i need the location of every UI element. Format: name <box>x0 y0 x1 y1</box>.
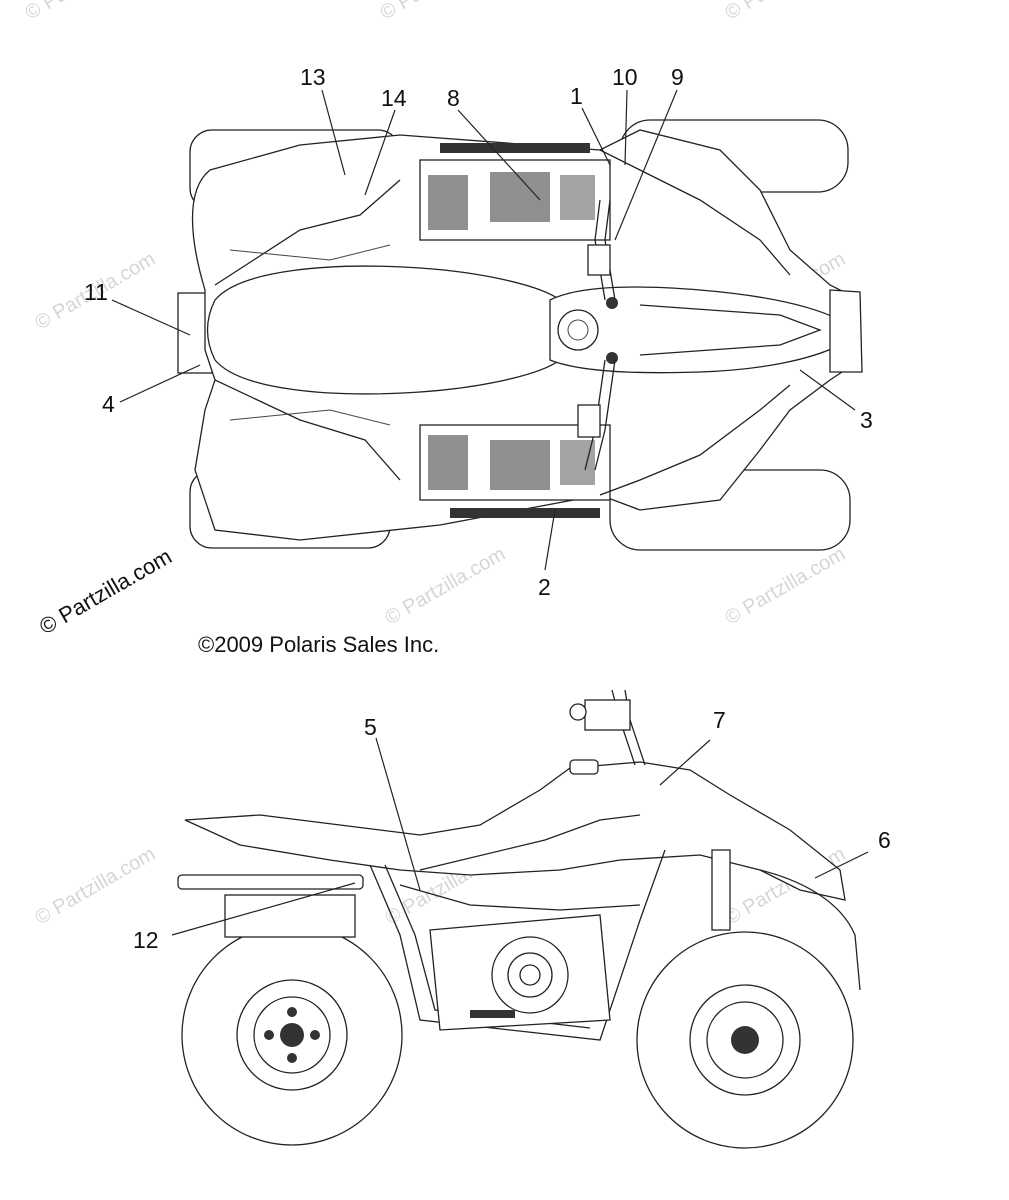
front-shock <box>711 849 731 931</box>
fender-line <box>229 409 391 426</box>
seat <box>206 265 572 395</box>
fender-line <box>214 179 401 286</box>
clutch-cover <box>491 936 569 1014</box>
front-wheel-rim <box>689 984 801 1096</box>
left-footwell-tread <box>428 172 595 230</box>
callout-12: 12 <box>133 927 159 953</box>
side-view-atv-drawing <box>177 689 861 1149</box>
handlebar-controls <box>584 699 631 731</box>
right-footrest-strip <box>450 508 600 518</box>
watermark: © Partzilla.com <box>377 0 505 24</box>
rear-wheel-center <box>280 1023 304 1047</box>
body-line <box>419 814 641 871</box>
fuel-cap <box>557 309 599 351</box>
front-fender-line <box>599 384 791 496</box>
watermark: © Partzilla.com <box>722 543 850 629</box>
handlebar-mount <box>606 352 618 364</box>
hood-line <box>639 304 822 356</box>
frame <box>369 849 666 1041</box>
front-bumper <box>829 289 863 373</box>
front-fender-side <box>759 869 861 991</box>
left-footrest-strip <box>440 143 590 153</box>
partzilla-watermark-main: © Partzilla.com <box>35 544 176 640</box>
callout-9: 9 <box>671 64 684 90</box>
callout-10: 10 <box>612 64 638 90</box>
callout-11: 11 <box>84 279 108 305</box>
left-handlebar <box>604 199 616 301</box>
callout-5: 5 <box>364 714 377 740</box>
footrest-strip <box>470 1010 515 1018</box>
watermark: © Partzilla.com <box>722 0 850 24</box>
top-view-atv-drawing <box>177 119 863 551</box>
fender-line <box>229 244 391 261</box>
callout-3: 3 <box>860 407 873 433</box>
handlebar-end <box>569 703 587 721</box>
callout-7: 7 <box>713 707 726 733</box>
watermark: © Partzilla.com <box>22 0 150 24</box>
front-wheel-hub <box>706 1001 784 1079</box>
callout-4: 4 <box>102 391 115 417</box>
watermark: © Partzilla.com <box>32 843 160 929</box>
fuel-cap-inner <box>567 319 589 341</box>
callout-1: 1 <box>570 83 583 109</box>
callout-6: 6 <box>878 827 891 853</box>
rear-wheel-rim <box>236 979 348 1091</box>
body-side <box>184 761 846 901</box>
rear-wheel-hub <box>253 996 331 1074</box>
callout-2: 2 <box>538 574 551 600</box>
watermark: © Partzilla.com <box>382 543 510 629</box>
right-footwell-tread <box>428 435 595 490</box>
left-grip-control <box>587 244 611 276</box>
side-view-callouts: 5 7 6 12 <box>133 707 891 953</box>
top-view-callouts: 13 14 8 1 10 9 11 4 3 2 <box>84 64 873 600</box>
right-grip-control <box>577 404 601 438</box>
front-wheel-center <box>731 1026 759 1054</box>
right-handlebar <box>594 359 616 471</box>
rear-rack-side <box>177 874 364 890</box>
fender-line <box>214 379 401 481</box>
callout-13: 13 <box>300 64 326 90</box>
front-fender-line <box>599 149 791 276</box>
handlebar-mount <box>606 297 618 309</box>
left-handlebar <box>594 199 606 301</box>
top-view-leaders <box>111 89 856 571</box>
side-view-leaders <box>171 737 869 936</box>
fuel-cap-side <box>569 759 599 775</box>
body-line <box>399 884 641 911</box>
callout-14: 14 <box>381 85 407 111</box>
callout-8: 8 <box>447 85 460 111</box>
copyright-text: ©2009 Polaris Sales Inc. <box>198 632 439 657</box>
